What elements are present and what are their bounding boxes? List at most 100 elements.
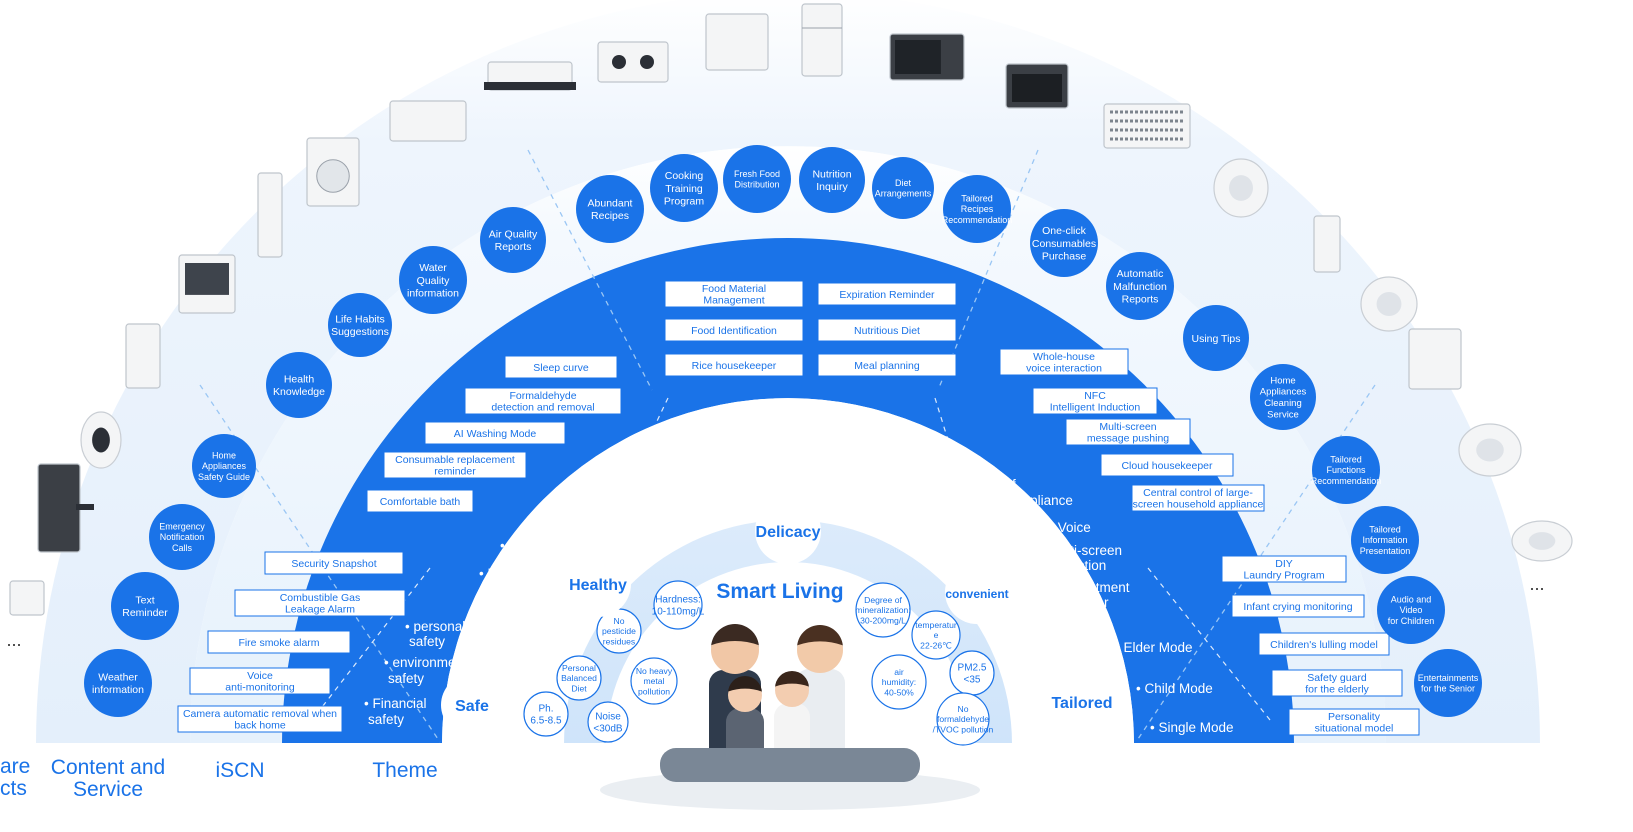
family-photo — [600, 624, 980, 810]
theme-point: • Elder Mode — [1115, 640, 1193, 655]
content-label-line: Weather — [98, 672, 138, 684]
iscn-box — [383, 451, 527, 479]
appliance-body — [801, 3, 843, 77]
fan-icon — [1360, 276, 1418, 332]
content-label-line: Tailored — [961, 193, 993, 203]
content-label-line: Notification — [160, 532, 205, 542]
iscn-box — [366, 489, 474, 513]
content-label-line: Water — [419, 262, 447, 274]
content-label-line: Home — [1270, 375, 1295, 386]
standard-label-line: metal — [643, 676, 664, 686]
appliance-detail — [640, 55, 654, 69]
content-bubble — [943, 175, 1011, 243]
content-label-line: Reports — [495, 241, 532, 253]
content-bubble — [149, 504, 215, 570]
theme-point: safety — [368, 712, 404, 727]
content-label-line: Functions — [1326, 465, 1366, 475]
standard-circle — [855, 582, 911, 638]
appliance-body — [1103, 103, 1191, 149]
iscn-label-line: NFC — [1084, 390, 1106, 402]
content-label-line: information — [407, 287, 459, 299]
theme-point: interaction — [1044, 558, 1106, 573]
content-bubble — [111, 572, 179, 640]
refrigerator-icon — [801, 3, 843, 77]
standard-label-line: mineralization: — [855, 605, 910, 615]
wall-switch-icon — [9, 580, 45, 616]
content-bubble — [872, 157, 934, 219]
theme-badge — [945, 560, 1009, 624]
iscn-healthy-item: Comfortable bath — [366, 489, 474, 513]
content-label-line: Fresh Food — [734, 169, 780, 179]
standard-label-line: Degree of — [864, 595, 902, 605]
iscn-healthy-item: Sleep curve — [504, 355, 618, 379]
iscn-convenient-item: Central control of large-screen househol… — [1131, 484, 1265, 512]
standard-label-line: Diet — [571, 683, 587, 693]
legend-content-line2: Service — [72, 778, 144, 801]
appliance-detail — [1528, 532, 1556, 550]
theme-point: • Appointment — [1046, 580, 1130, 595]
theme-point: • Whole-room Voice — [972, 520, 1091, 535]
content-label-line: Distribution — [734, 180, 779, 190]
ellipsis-right: ... — [1529, 574, 1544, 594]
appliance-body — [9, 580, 45, 616]
standard-circle — [556, 655, 602, 701]
smart-living-center: Smart Living — [716, 580, 843, 603]
content-bubble — [328, 293, 392, 357]
iscn-label-line: detection and removal — [491, 402, 594, 414]
content-label-line: Inquiry — [816, 181, 848, 193]
iscn-label-line: Personality — [1328, 711, 1381, 723]
content-bubble — [1183, 305, 1249, 371]
theme-point: • Multi-screen — [1040, 543, 1122, 558]
iscn-box — [999, 348, 1129, 376]
content-label-line: for the Senior — [1421, 684, 1475, 694]
standard-label-line: Balanced — [561, 673, 597, 683]
content-label-line: Appliances — [1260, 387, 1307, 398]
legend-hardware-line2: cts — [0, 777, 27, 800]
standard-label-line: 30-200mg/L — [860, 615, 906, 625]
iscn-label-line: Central control of large- — [1143, 487, 1253, 499]
theme-label: Tailored — [1051, 695, 1112, 712]
iscn-label-line: Security Snapshot — [291, 558, 376, 570]
iscn-delicacy-item: Meal planning — [817, 353, 957, 377]
theme-point: cooking — [807, 451, 854, 466]
standard-label-line: Ph. — [538, 704, 553, 715]
iscn-box — [664, 353, 804, 377]
theme-point: • environment — [384, 655, 467, 670]
iscn-label-line: Food Material — [702, 283, 766, 295]
appliance-detail — [895, 40, 941, 74]
theme-badge — [441, 674, 503, 736]
theme-point: safety — [409, 634, 445, 649]
content-label-line: Cleaning — [1264, 398, 1302, 409]
iscn-label-line: back home — [234, 720, 286, 732]
theme-point: • Single Mode — [1150, 720, 1234, 735]
legend-hardware-line1: are — [0, 755, 31, 778]
standard-label-line: PM2.5 — [958, 663, 987, 674]
content-label-line: Service — [1267, 410, 1299, 421]
iscn-label-line: Multi-screen — [1099, 421, 1156, 433]
content-label-line: Recommendation — [1311, 476, 1382, 486]
standard-label-line: Noise — [595, 712, 621, 723]
iscn-delicacy-item: Expiration Reminder — [817, 282, 957, 306]
legend-content: Content and Service — [40, 757, 176, 801]
theme-point: cooking — [692, 472, 739, 487]
iscn-label-line: reminder — [434, 466, 476, 478]
theme-point: • Health Care — [479, 566, 560, 581]
appliance-body — [389, 100, 467, 142]
iscn-box — [234, 589, 406, 617]
iscn-box — [1231, 594, 1365, 618]
content-bubble — [576, 175, 644, 243]
content-label-line: Using Tips — [1191, 333, 1240, 345]
iscn-box — [504, 355, 618, 379]
